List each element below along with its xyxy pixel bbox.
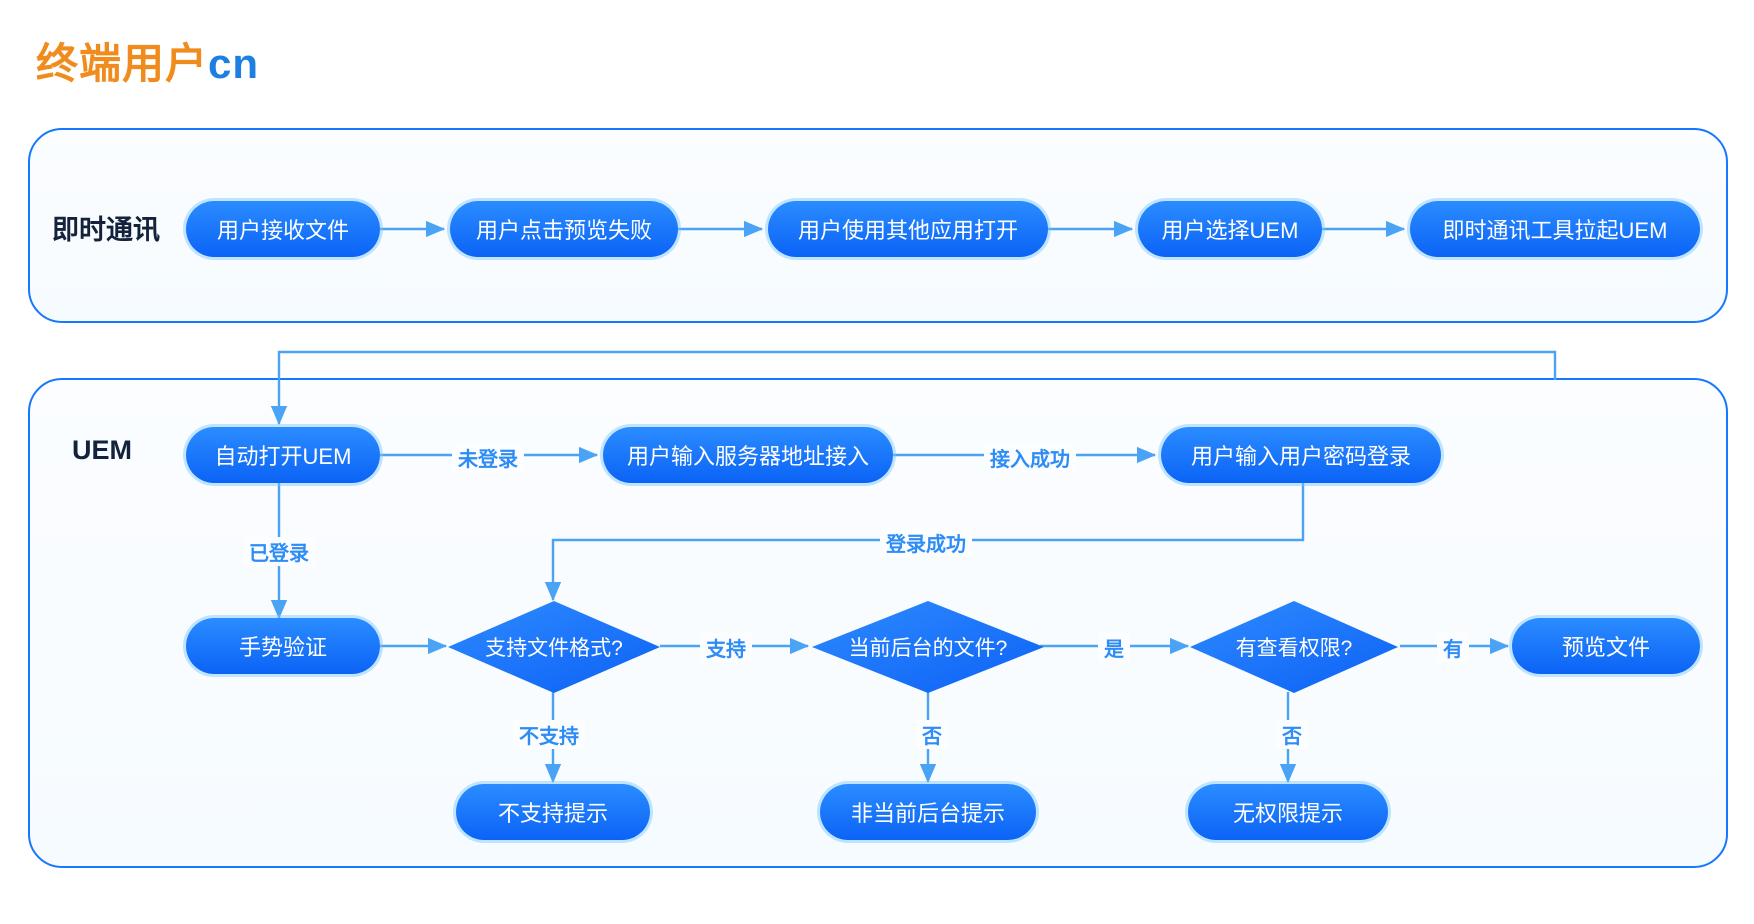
edge-label-no-permission: 否 <box>1276 720 1308 749</box>
node-unsupported-tip[interactable]: 不支持提示 <box>456 784 650 840</box>
node-label: 不支持提示 <box>497 801 608 826</box>
node-preview-file[interactable]: 预览文件 <box>1512 618 1700 674</box>
node-user-input-password-login[interactable]: 用户输入用户密码登录 <box>1161 427 1441 483</box>
node-label: 用户输入服务器地址接入 <box>626 444 869 469</box>
edge-label-logged-in: 已登录 <box>243 537 315 566</box>
node-label: 预览文件 <box>1561 635 1650 660</box>
node-user-selects-uem[interactable]: 用户选择UEM <box>1138 201 1322 257</box>
node-auto-open-uem[interactable]: 自动打开UEM <box>186 427 380 483</box>
edge-label-not-support: 不支持 <box>513 720 585 749</box>
node-user-click-preview-failed[interactable]: 用户点击预览失败 <box>450 201 678 257</box>
edge-label-yes-foreground: 是 <box>1098 633 1130 662</box>
node-label: 用户点击预览失败 <box>475 218 652 243</box>
node-label: 用户使用其他应用打开 <box>797 218 1018 243</box>
decision-current-foreground-file[interactable]: 当前后台的文件? <box>812 601 1044 693</box>
node-user-open-with-other-app[interactable]: 用户使用其他应用打开 <box>768 201 1048 257</box>
node-label: 自动打开UEM <box>214 444 352 469</box>
edge-label-login-success: 登录成功 <box>880 528 972 557</box>
decision-has-view-permission[interactable]: 有查看权限? <box>1190 601 1398 693</box>
node-user-receives-file[interactable]: 用户接收文件 <box>186 201 380 257</box>
node-no-permission-tip[interactable]: 无权限提示 <box>1188 784 1388 840</box>
decision-label: 支持文件格式? <box>485 637 623 660</box>
decision-label: 当前后台的文件? <box>848 637 1008 660</box>
lane-title-instant-messaging: 即时通讯 <box>52 215 160 245</box>
node-label: 用户接收文件 <box>216 218 349 243</box>
page-title-cn: 终端用户 <box>36 40 209 87</box>
node-label: 非当前后台提示 <box>850 801 1005 826</box>
page-title-en: cn <box>208 40 260 87</box>
lane-title-uem: UEM <box>72 435 132 465</box>
node-label: 手势验证 <box>238 635 327 660</box>
node-label: 用户输入用户密码登录 <box>1190 444 1411 469</box>
edge-label-access-success: 接入成功 <box>984 443 1076 472</box>
decision-label: 有查看权限? <box>1235 637 1353 660</box>
page-title: 终端用户cn <box>36 30 259 91</box>
node-im-tool-launches-uem[interactable]: 即时通讯工具拉起UEM <box>1410 201 1700 257</box>
node-user-input-server-address[interactable]: 用户输入服务器地址接入 <box>603 427 893 483</box>
node-label: 即时通讯工具拉起UEM <box>1442 218 1668 243</box>
node-label: 无权限提示 <box>1232 801 1343 826</box>
edge-label-support: 支持 <box>700 633 752 662</box>
decision-supported-file-format[interactable]: 支持文件格式? <box>448 601 660 693</box>
node-label: 用户选择UEM <box>1161 218 1299 243</box>
node-gesture-verification[interactable]: 手势验证 <box>186 618 380 674</box>
node-not-foreground-tip[interactable]: 非当前后台提示 <box>820 784 1036 840</box>
edge-label-not-logged-in: 未登录 <box>452 443 524 472</box>
edge-label-no-foreground: 否 <box>916 720 948 749</box>
edge-label-has-permission: 有 <box>1437 633 1469 662</box>
